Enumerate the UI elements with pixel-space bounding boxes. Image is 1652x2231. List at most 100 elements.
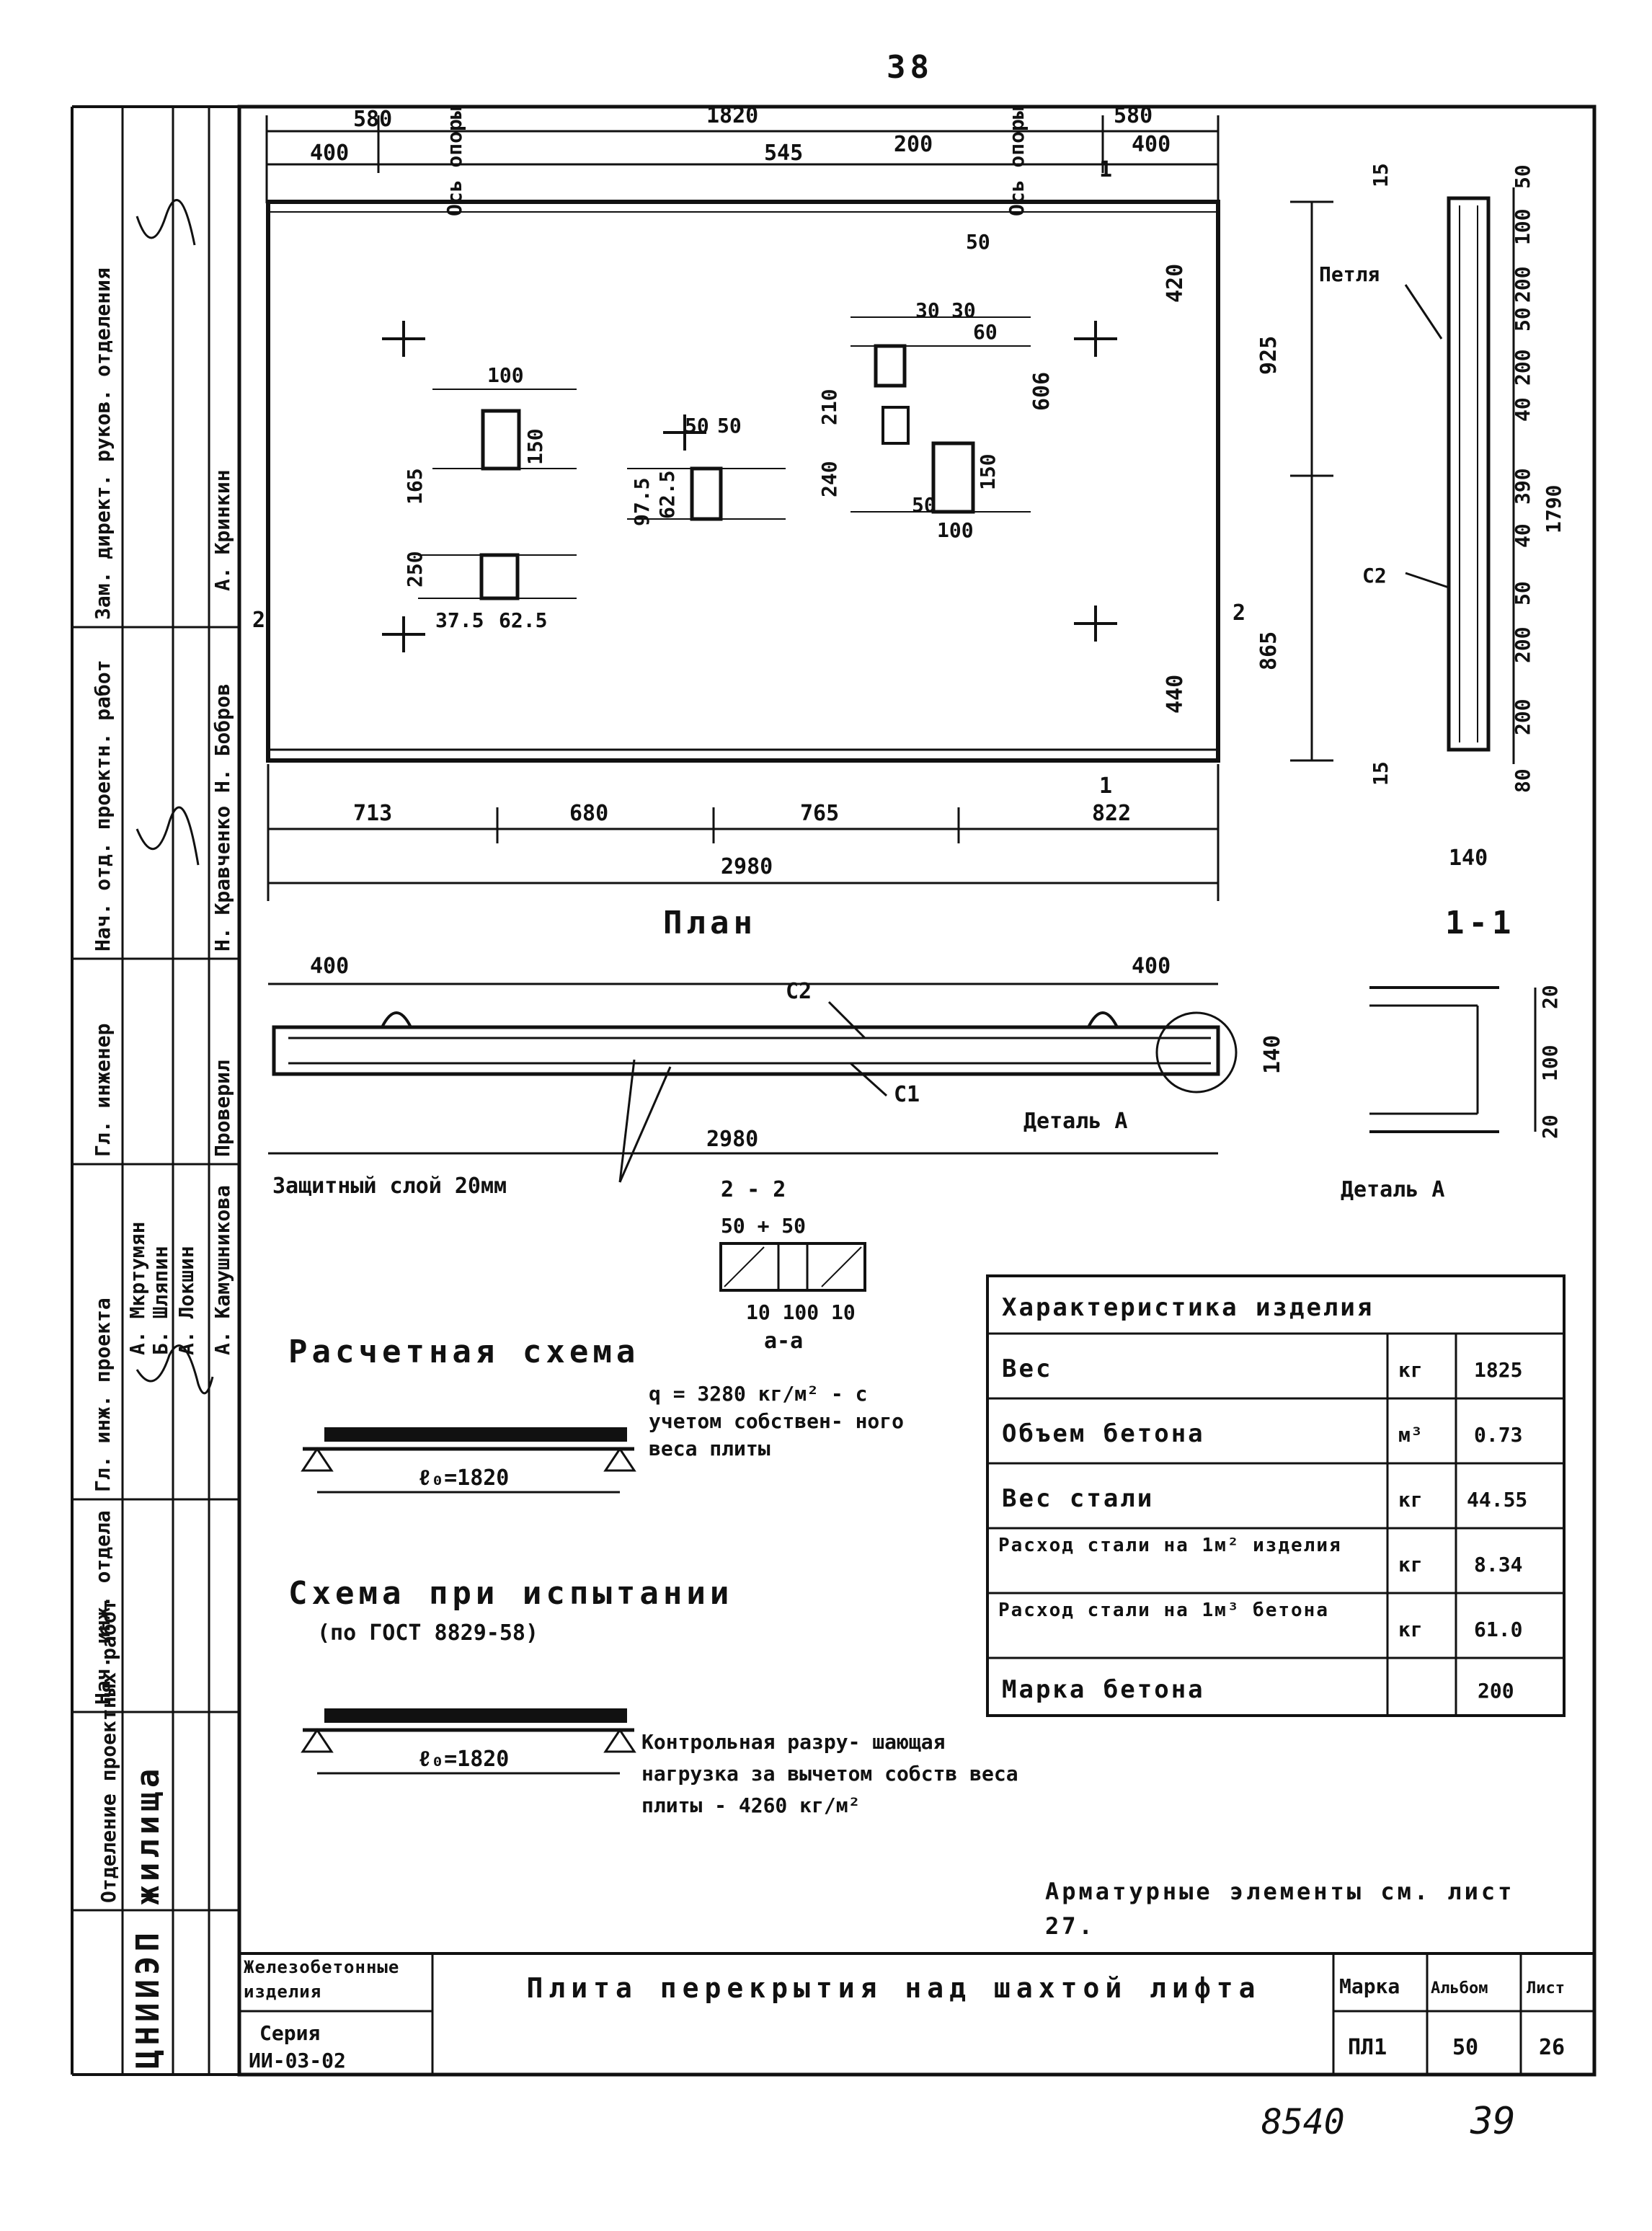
plan-right-dim-2: 865 [1256,631,1282,670]
s22-title: 2 - 2 [721,1177,786,1202]
char-row-6-name: Марка бетона [1002,1675,1205,1704]
s22-bottom-dims: 10 100 10 [746,1300,856,1324]
axis-label-right: Ось опоры [1005,107,1029,216]
signature-2 [136,806,200,866]
ls-protective-layer: Защитный слой 20мм [272,1174,507,1199]
section-top-gap: 15 [1369,163,1393,187]
design-scheme-title: Расчетная схема [288,1334,639,1370]
test-span: ℓ₀=1820 [418,1747,509,1772]
char-row-2-unit: м³ [1398,1423,1423,1447]
page-number: 38 [887,49,933,86]
char-row-3-name: Вес стали [1002,1484,1154,1513]
char-row-3-unit: кг [1398,1488,1423,1512]
axis-label-left: Ось опоры [443,107,466,216]
test-scheme-subtitle: (по ГОСТ 8829-58) [317,1620,538,1646]
s22-subtitle: а-а [764,1329,803,1354]
stamp-name-4: А. Мкртумян [125,1222,149,1355]
test-note: Контрольная разру- шающая нагрузка за вы… [641,1730,1018,1817]
opening-dim-5: 37.5 [435,608,484,632]
opening-dim-19: 62.5 [655,471,679,519]
plan-top-dim-5: 545 [764,141,803,166]
ls-thickness: 140 [1260,1035,1285,1074]
opening-dim-9: 50 [912,493,936,517]
footer-number-2: 39 [1470,2100,1516,2143]
stamp-role-2: Нач. отд. проектн. работ [91,660,115,952]
s11-dim-10: 200 [1511,626,1535,663]
s11-dim-5: 200 [1511,349,1535,386]
s22-top-dims: 50 + 50 [721,1214,806,1238]
opening-dim-10: 150 [976,453,1000,490]
loop-markers [382,321,1117,652]
design-span: ℓ₀=1820 [418,1465,509,1491]
plan-bottom-dim-2: 680 [569,801,608,826]
stamp-name-5: Б. Шляпин [148,1246,172,1355]
s11-dim-8: 40 [1511,523,1535,548]
stamp-name-7: А. Камушникова [210,1185,234,1355]
loop-label: Петля [1319,262,1380,286]
opening-dim-11: 100 [937,518,974,542]
footer-number-1: 8540 [1261,2102,1345,2142]
char-row-1-name: Вес [1002,1354,1052,1383]
plan-total-dim: 2980 [721,854,773,879]
ls-rebar-bottom: С1 [894,1082,920,1107]
tb-series: ИИ-03-02 [249,2049,346,2072]
plan-top-dim-3: 580 [1114,103,1153,128]
plan-right-dim-4: 606 [1029,372,1054,411]
stamp-role-5: Нач. инж. отдела [91,1510,115,1705]
ls-length: 2980 [706,1127,758,1152]
ls-right-dim: 400 [1132,954,1171,979]
rebar-label-s2: С2 [1362,564,1387,587]
signature-1 [136,199,196,246]
char-row-4-unit: кг [1398,1553,1423,1576]
s11-dim-11: 200 [1511,698,1535,735]
opening-dim-13: 30 [951,298,976,322]
detail-a-dim-1: 20 [1538,985,1562,1009]
opening-dim-12: 30 [915,298,940,322]
tb-album-label: Альбом [1431,1979,1488,1997]
plan-bottom-dim-1: 713 [353,801,392,826]
char-title: Характеристика изделия [1002,1293,1374,1322]
design-load: q = 3280 кг/м² - с учетом собствен- ного… [649,1382,905,1460]
tb-series-label: Серия [259,2021,320,2045]
char-row-5-value: 61.0 [1474,1618,1522,1641]
char-row-1-unit: кг [1398,1358,1423,1382]
s11-dim-3: 200 [1511,266,1535,303]
left-stamp: Зам. директ. руков. отделения Нач. отд. … [71,105,239,2076]
stamp-name-3: Н. Кравченко [210,806,234,952]
opening-dim-17: 210 [817,389,841,425]
plan-right-dim-3: 420 [1163,264,1188,303]
tb-mark-label: Марка [1339,1974,1400,1998]
section-mark-2-left: 2 [252,608,265,633]
opening-dim-8: 50 [717,414,742,438]
signature-3 [136,1344,214,1395]
test-scheme: Схема при испытании (по ГОСТ 8829-58) ℓ₀… [288,1575,1018,1817]
char-row-5-name: Расход стали на 1м³ бетона [998,1600,1329,1621]
stamp-role-3: Гл. инженер [91,1024,115,1157]
design-load-bar [324,1427,627,1442]
ls-detail-label: Деталь А [1023,1109,1128,1134]
opening-dim-7: 50 [685,414,709,438]
stamp-name-1: А. Кринкин [210,469,234,591]
tb-album: 50 [1452,2035,1478,2060]
slab-outline [266,200,1220,763]
opening-dim-2: 150 [523,428,547,465]
opening-dim-4: 250 [403,551,427,587]
char-row-4-value: 8.34 [1474,1553,1522,1576]
detail-a-dim-3: 20 [1538,1114,1562,1139]
stamp-org: ЦНИИЭП жилища [130,1765,166,2069]
detail-a-title: Деталь А [1341,1177,1445,1202]
plan-right-dim-1: 925 [1256,336,1282,375]
plan-view: 580 1820 580 400 545 200 400 Ось опоры О… [252,103,1333,941]
ls-rebar-top: С2 [786,979,812,1004]
opening-dim-1: 100 [487,363,524,387]
plan-right-dim-5: 440 [1163,675,1188,714]
plan-title: План [663,905,757,941]
section-mark-2-right: 2 [1233,600,1245,626]
characteristics-table: Характеристика изделия Вес кг 1825 Объем… [986,1274,1566,1717]
design-scheme: Расчетная схема ℓ₀=1820 q = 3280 кг/м² -… [288,1334,905,1494]
s11-dim-7: 390 [1511,468,1535,505]
plan-top-dim-4: 400 [310,141,349,166]
tb-sheet-label: Лист [1527,1979,1565,1997]
detail-a-dim-2: 100 [1538,1044,1562,1081]
